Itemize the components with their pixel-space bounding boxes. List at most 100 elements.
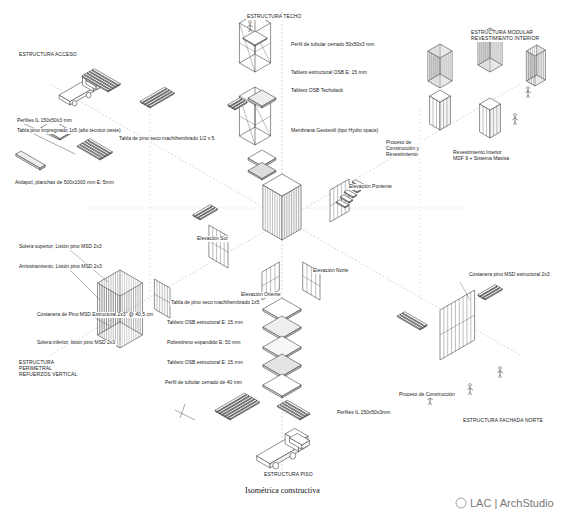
- drawing-stroke: [296, 188, 297, 232]
- drawing-stroke: [537, 55, 538, 85]
- drawing-stroke: [298, 186, 299, 230]
- part-label: Elevación Norte: [312, 268, 349, 274]
- drawing-stroke: [255, 136, 271, 145]
- drawing-stroke: [526, 51, 535, 56]
- drawing-stroke: [483, 106, 484, 134]
- north-facade-frame: [440, 290, 475, 360]
- drawing-stroke: [209, 241, 228, 252]
- drawing-stroke: [535, 80, 545, 86]
- access-profile: [193, 205, 212, 216]
- part-label: Elevación Sur: [196, 236, 229, 242]
- drawing-stroke: [303, 276, 320, 286]
- floor-profile-bundle: [215, 393, 246, 411]
- section-heading: ESTRUCTURA ACCESO: [18, 52, 78, 58]
- drawing-stroke: [513, 118, 516, 120]
- drawing-stroke: [500, 370, 501, 376]
- lined-module: [430, 90, 451, 102]
- drawing-stroke: [140, 284, 141, 336]
- drawing-stroke: [498, 37, 499, 67]
- drawing-stroke: [526, 75, 536, 81]
- drawing-stroke: [494, 40, 495, 70]
- drawing-stroke: [291, 191, 292, 235]
- drawing-stroke: [446, 55, 447, 85]
- part-label: Revestimiento Interior MDF 9 + Sistema M…: [452, 150, 514, 162]
- part-label: Aislapol, planchas de 500x1000 mm E: 5mm: [14, 180, 115, 186]
- drawing-stroke: [279, 195, 280, 239]
- part-label: Costanera pino MSD estructural 2x3: [468, 272, 551, 278]
- drawing-stroke: [443, 100, 444, 128]
- drawing-stroke: [528, 90, 529, 96]
- drawing-stroke: [293, 189, 294, 233]
- drawing-stroke: [499, 375, 501, 378]
- worker-figure: [514, 114, 517, 117]
- drawing-stroke: [452, 51, 453, 81]
- drawing-stroke: [267, 188, 268, 232]
- drawing-stroke: [526, 45, 536, 51]
- drawing-stroke: [239, 127, 255, 136]
- part-label: Costanera de Pino MSD Estructural 2x3" @…: [36, 312, 154, 318]
- stud-wall: [154, 279, 170, 318]
- part-label: Membrana Geotextil (tipo Hydro space): [290, 128, 379, 134]
- part-label: Perfiles IL 150x50x3mm: [336, 410, 391, 416]
- drawing-stroke: [541, 48, 542, 78]
- drawing-stroke: [539, 54, 540, 84]
- section-heading: ESTRUCTURA PISO: [263, 472, 314, 478]
- drawing-stroke: [428, 398, 431, 400]
- drawing-stroke: [534, 46, 535, 76]
- part-label: Perfil de tubular cerrado de 40 mm: [164, 380, 243, 386]
- drawing-stroke: [470, 392, 472, 395]
- drawing-stroke: [450, 52, 451, 82]
- drawing-stroke: [277, 193, 278, 237]
- drawing-stroke: [527, 95, 529, 98]
- drawing-stroke: [101, 280, 102, 332]
- central-module: [263, 174, 301, 196]
- drawing-stroke: [255, 116, 271, 125]
- plank-bundle: [143, 89, 169, 104]
- drawing-stroke: [95, 318, 110, 326]
- drawing-stroke: [249, 29, 251, 32]
- plank-bundle: [90, 70, 118, 86]
- drawing-stroke: [106, 278, 107, 330]
- drawing-stroke: [250, 29, 252, 32]
- drawing-stroke: [436, 100, 437, 128]
- part-label: Solera superior, Listón pino MSD 2x3: [18, 244, 103, 250]
- drawing-stroke: [255, 63, 271, 72]
- drawing-stroke: [255, 23, 271, 32]
- truck-wheel: [72, 101, 77, 106]
- drawing-stroke: [427, 51, 428, 81]
- truck-wheel: [86, 93, 91, 98]
- drawing-stroke: [545, 50, 546, 80]
- drawing-stroke: [460, 282, 470, 300]
- batten-bundle: [478, 285, 497, 296]
- part-label: Perfil de tubular cerrado 50x50x3 mm: [290, 42, 375, 48]
- drawing-stroke: [531, 54, 532, 84]
- drawing-stroke: [429, 402, 431, 405]
- drawing-stroke: [437, 45, 438, 75]
- drawing-stroke: [435, 46, 436, 76]
- floor-layer: [263, 374, 301, 396]
- part-label: Proceso de Construcción: [398, 392, 456, 398]
- drawing-stroke: [248, 25, 251, 27]
- drawing-stroke: [180, 404, 185, 418]
- watermark-icon: [456, 498, 466, 508]
- drawing-stroke: [526, 81, 535, 86]
- drawing-stroke: [239, 23, 255, 72]
- drawing-stroke: [99, 282, 100, 334]
- drawing-stroke: [433, 98, 434, 126]
- part-label: Solera inferior, listón pino MSD 2x3: [36, 340, 116, 346]
- part-label: Tabla de pino seco machihembrado 1x5: [170, 300, 260, 306]
- drawing-stroke: [537, 75, 546, 80]
- drawing-stroke: [541, 52, 542, 82]
- drawing-stroke: [532, 47, 533, 77]
- drawing-stroke: [286, 193, 287, 237]
- drawing-stroke: [270, 189, 271, 233]
- drawing-stroke: [526, 91, 529, 93]
- drawing-stroke: [514, 122, 516, 125]
- drawing-stroke: [113, 274, 114, 326]
- drawing-stroke: [255, 105, 271, 136]
- worker-figure: [469, 384, 472, 387]
- drawing-stroke: [142, 283, 143, 335]
- floor-profile-bundle: [283, 402, 307, 416]
- drawing-stroke: [528, 50, 529, 80]
